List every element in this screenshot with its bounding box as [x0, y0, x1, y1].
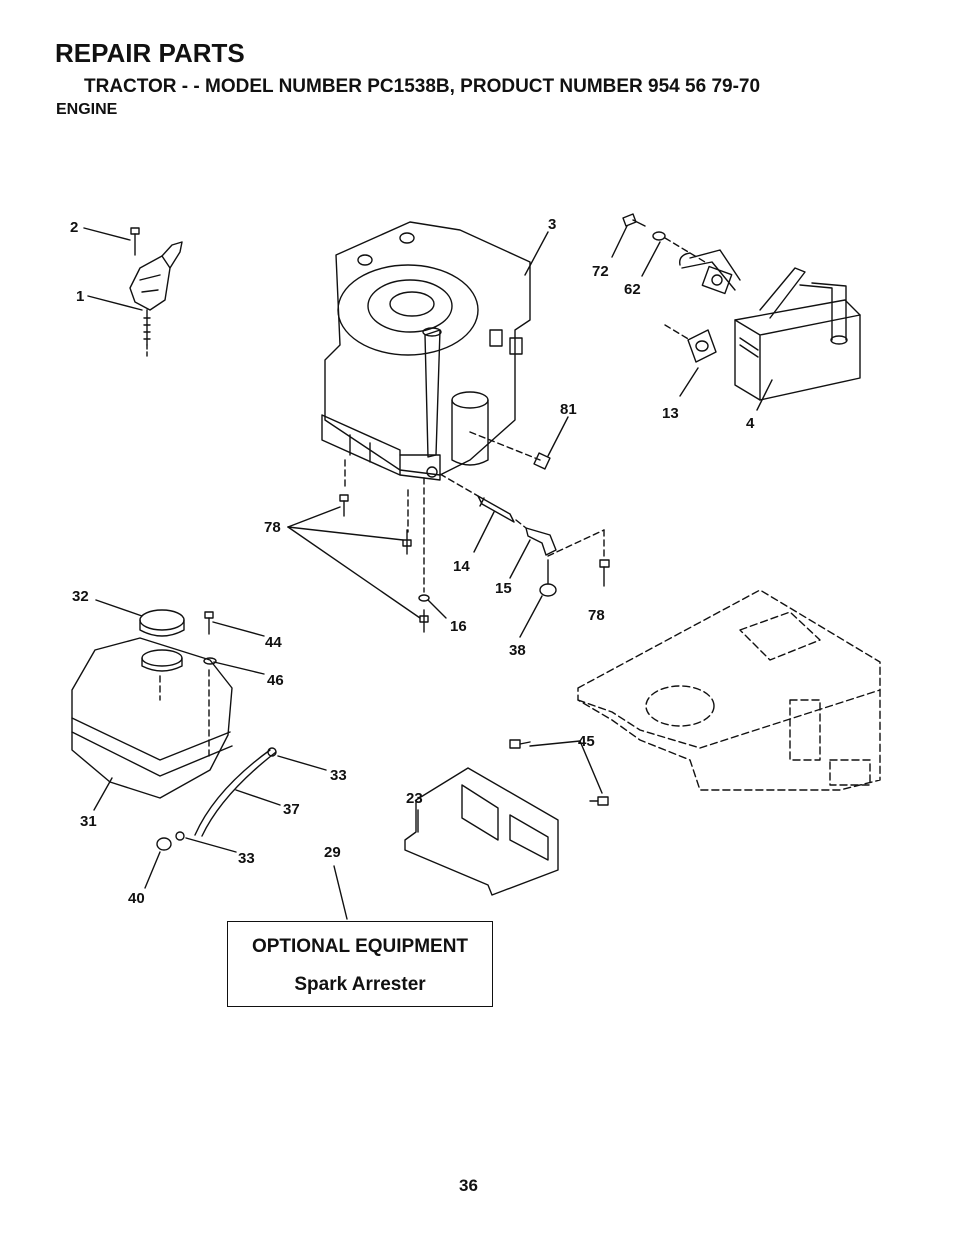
page-title: REPAIR PARTS	[55, 38, 245, 68]
callout-14: 14	[453, 558, 470, 575]
callout-31: 31	[80, 813, 97, 830]
callout-2: 2	[70, 219, 78, 236]
callout-72: 72	[592, 263, 609, 280]
callout-23: 23	[406, 790, 423, 807]
callout-78-left: 78	[264, 519, 281, 536]
leader-lines	[83, 225, 773, 920]
optional-equipment-box: OPTIONAL EQUIPMENT Spark Arrester	[227, 921, 493, 1007]
callout-33-top: 33	[330, 767, 347, 784]
callout-32: 32	[72, 588, 89, 605]
page-number: 36	[459, 1176, 478, 1195]
callout-4: 4	[746, 415, 755, 432]
callout-15: 15	[495, 580, 512, 597]
page-subtitle: TRACTOR - - MODEL NUMBER PC1538B, PRODUC…	[84, 76, 761, 97]
callout-44: 44	[265, 634, 282, 651]
callout-labels: 2 1 3 72 62 81 13 4 78 14 15 78 16 38 32…	[70, 216, 755, 907]
callout-29: 29	[324, 844, 341, 861]
fuel-tank-part	[71, 609, 277, 851]
optional-equipment-item: Spark Arrester	[294, 974, 426, 995]
callout-78-right: 78	[588, 607, 605, 624]
callout-46: 46	[267, 672, 284, 689]
callout-13: 13	[662, 405, 679, 422]
callout-62: 62	[624, 281, 641, 298]
callout-3: 3	[548, 216, 556, 233]
callout-1: 1	[76, 288, 84, 305]
callout-45: 45	[578, 733, 595, 750]
fittings-part	[339, 431, 610, 633]
callout-40: 40	[128, 890, 145, 907]
engine-part	[321, 221, 531, 481]
callout-16: 16	[450, 618, 467, 635]
engine-plate-part	[404, 739, 609, 896]
section-heading: ENGINE	[56, 101, 118, 118]
frame-part	[577, 589, 881, 791]
callout-81: 81	[560, 401, 577, 418]
callout-33-bottom: 33	[238, 850, 255, 867]
throttle-control-part	[129, 227, 183, 359]
callout-37: 37	[283, 801, 300, 818]
optional-equipment-title: OPTIONAL EQUIPMENT	[251, 936, 469, 957]
muffler-part	[622, 213, 861, 401]
callout-38: 38	[509, 642, 526, 659]
